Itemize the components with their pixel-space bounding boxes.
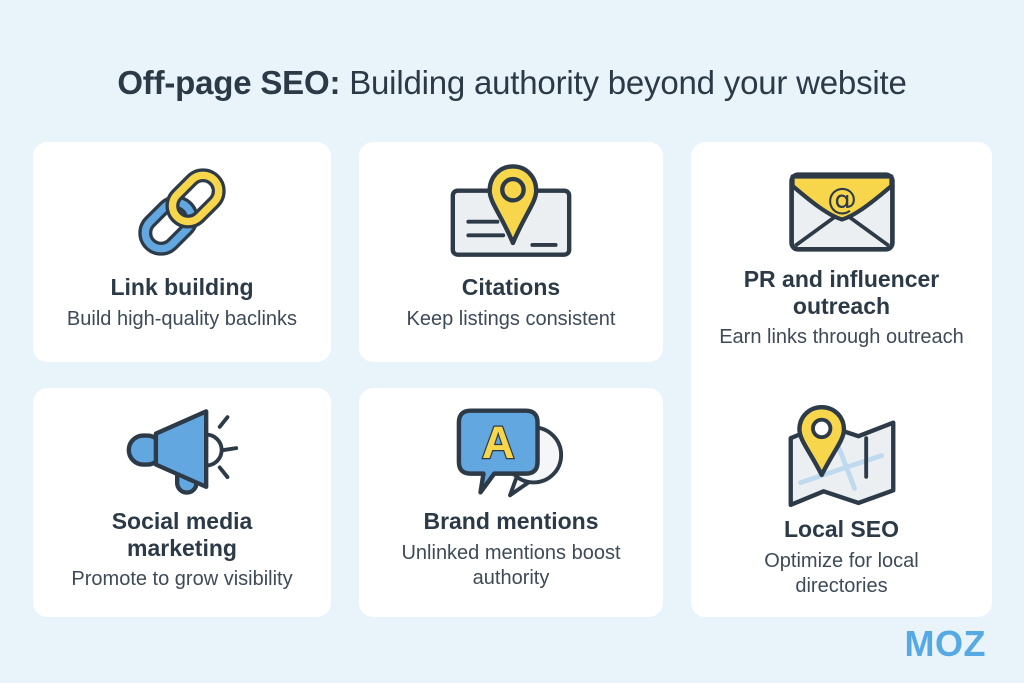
page-title: Off-page SEO: Building authority beyond … (0, 64, 1024, 102)
page-title-rest: Building authority beyond your website (349, 64, 907, 101)
card-pr-outreach: @ PR and influencer outreach Earn links … (691, 142, 992, 388)
speech-bubbles-icon: A (453, 402, 569, 500)
card-link-building: Link building Build high-quality baclink… (33, 142, 331, 362)
card-heading: Link building (110, 274, 254, 300)
card-heading: Social media marketing (111, 508, 253, 561)
card-local-seo: Local SEO Optimize for local directories (691, 388, 992, 600)
letter-a-glyph: A (482, 416, 515, 467)
chain-link-icon (123, 164, 241, 260)
card-subtext: Optimize for local directories (764, 549, 919, 598)
citation-listing-pin-icon (447, 164, 575, 260)
card-brand-mentions: A Brand mentions Unlinked mentions boost… (359, 388, 663, 617)
folded-map-pin-icon (783, 404, 901, 508)
card-subtext: Keep listings consistent (406, 307, 616, 330)
card-subtext: Build high-quality baclinks (66, 307, 298, 330)
card-heading: Brand mentions (423, 508, 599, 534)
card-heading: Local SEO (783, 516, 900, 542)
card-grid: Link building Build high-quality baclink… (33, 142, 993, 617)
moz-logo: MOZ (904, 623, 986, 664)
card-subtext: Earn links through outreach (719, 326, 964, 349)
card-heading: PR and influencer outreach (743, 266, 940, 319)
card-right-column: @ PR and influencer outreach Earn links … (691, 142, 992, 617)
card-social-media: Social media marketing Promote to grow v… (33, 388, 331, 617)
megaphone-icon (123, 402, 241, 500)
page-title-bold: Off-page SEO: (117, 64, 341, 101)
svg-text:@: @ (827, 182, 857, 217)
card-subtext: Promote to grow visibility (71, 568, 293, 591)
card-subtext: Unlinked mentions boost authority (401, 541, 621, 590)
envelope-at-icon: @ (786, 166, 898, 258)
card-heading: Citations (461, 274, 561, 300)
card-citations: Citations Keep listings consistent (359, 142, 663, 362)
